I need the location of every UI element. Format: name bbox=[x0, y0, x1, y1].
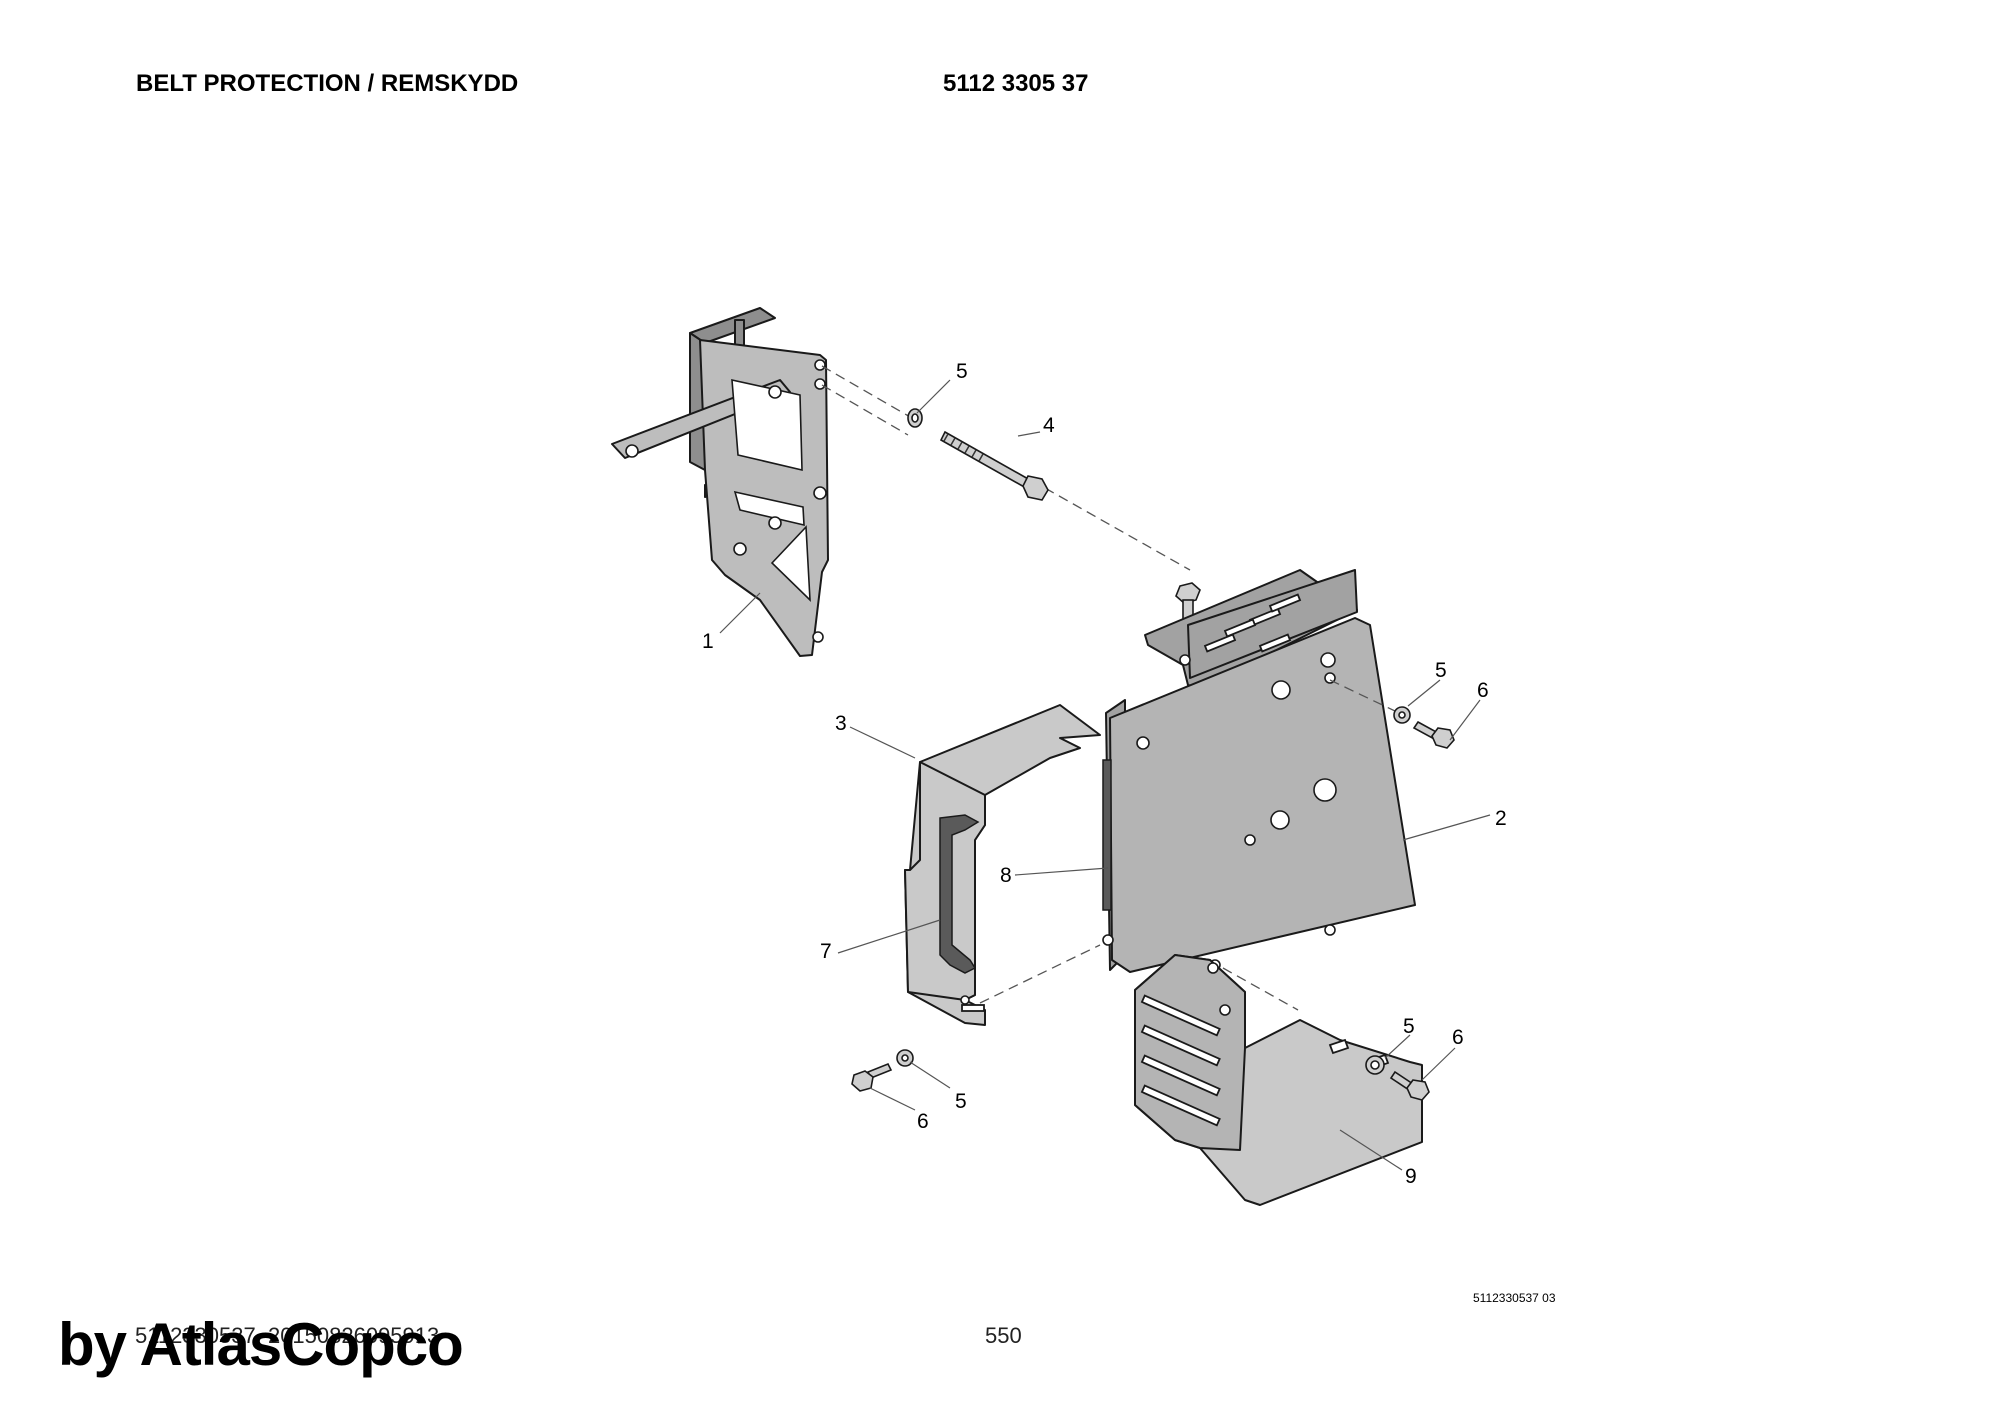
part-6-bolt-right-lower bbox=[1389, 1070, 1430, 1101]
part-6-bolt-right-upper bbox=[1412, 720, 1455, 749]
leader-lines bbox=[719, 379, 1491, 1171]
footer-file-reference: 5112330537_20150826095913 bbox=[135, 1323, 440, 1348]
part-8-rubber-strip bbox=[1102, 759, 1112, 911]
part-6-bolt-left bbox=[851, 1062, 893, 1092]
callout-5-top: 5 bbox=[956, 360, 968, 383]
top-bolt bbox=[1175, 582, 1201, 623]
callout-2: 2 bbox=[1495, 807, 1507, 830]
callout-6-left: 6 bbox=[917, 1110, 929, 1133]
page-number: 550 bbox=[985, 1323, 1022, 1348]
callout-5-right-lower: 5 bbox=[1403, 1015, 1415, 1038]
assembly-line bbox=[1044, 487, 1191, 571]
page-title: BELT PROTECTION / REMSKYDD bbox=[136, 70, 519, 97]
part-4-bolt bbox=[939, 430, 1049, 501]
callout-6-right-upper: 6 bbox=[1477, 679, 1489, 702]
callout-6-right-lower: 6 bbox=[1452, 1026, 1464, 1049]
callout-7: 7 bbox=[820, 940, 832, 963]
callout-8: 8 bbox=[1000, 864, 1012, 887]
part-5-washer-left bbox=[896, 1049, 914, 1067]
assembly-line bbox=[821, 365, 913, 419]
part-2-belt-guard bbox=[1102, 569, 1416, 981]
part-7-rubber-edge bbox=[939, 814, 980, 974]
watermark: by AtlasCopco bbox=[58, 1311, 464, 1378]
assembly-line bbox=[979, 944, 1101, 1004]
callout-1: 1 bbox=[702, 630, 714, 653]
callout-4: 4 bbox=[1043, 414, 1055, 437]
callout-3: 3 bbox=[835, 712, 847, 735]
callout-9: 9 bbox=[1405, 1165, 1417, 1188]
assembly-line bbox=[1329, 679, 1396, 712]
part-5-washer-right-lower bbox=[1365, 1055, 1385, 1075]
assembly-line bbox=[1222, 967, 1299, 1011]
part-3-cover bbox=[904, 704, 1101, 1026]
part-9-lower-guard bbox=[1134, 954, 1423, 1206]
part-5-washer-right-upper bbox=[1393, 706, 1411, 724]
part-number: 5112 3305 37 bbox=[943, 70, 1089, 97]
callout-5-left: 5 bbox=[955, 1090, 967, 1113]
part-1-bracket bbox=[611, 307, 829, 657]
assembly-line bbox=[821, 384, 909, 436]
callout-5-right-upper: 5 bbox=[1435, 659, 1447, 682]
part-5-washer-top bbox=[907, 408, 923, 428]
drawing-reference: 5112330537 03 bbox=[1473, 1291, 1556, 1305]
